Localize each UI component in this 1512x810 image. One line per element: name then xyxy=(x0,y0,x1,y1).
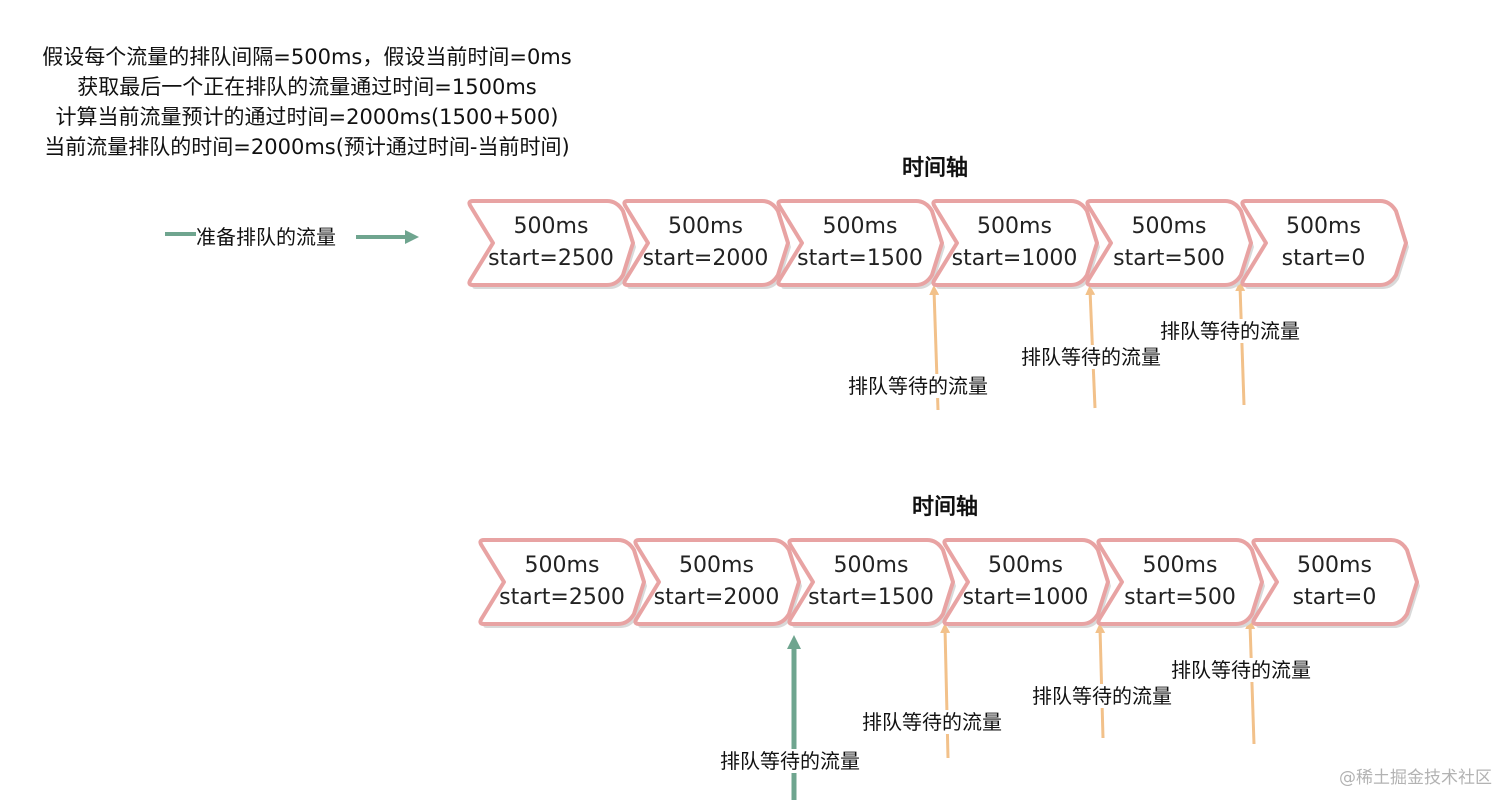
segment-text: 500ms start=2500 xyxy=(477,211,625,275)
segment-start: start=2000 xyxy=(642,246,769,271)
timeline-segment: 500ms start=2000 xyxy=(621,199,791,291)
waiting-flow-label: 排队等待的流量 xyxy=(1021,345,1161,369)
segment-chevron xyxy=(930,199,1100,289)
segment-text: 500ms start=1500 xyxy=(797,550,945,614)
segment-chevron xyxy=(621,199,791,289)
inserted-flow-label: 排队等待的流量 xyxy=(720,749,860,773)
segment-chevron xyxy=(1096,538,1265,628)
segment-duration: 500ms xyxy=(1286,214,1361,239)
waiting-arrow xyxy=(1245,619,1256,745)
segment-text: 500ms start=500 xyxy=(1095,211,1243,275)
waiting-arrow xyxy=(1235,281,1246,406)
timeline-segment: 500ms start=0 xyxy=(1239,199,1409,291)
segment-text: 500ms start=2000 xyxy=(632,211,780,275)
segment-start: start=2500 xyxy=(499,585,625,610)
incoming-flow-label: 准备排队的流量 xyxy=(196,225,336,249)
segment-text: 500ms start=2500 xyxy=(488,550,636,614)
segment-start: start=1500 xyxy=(797,246,923,271)
segment-text: 500ms start=1000 xyxy=(952,550,1100,614)
segment-chevron xyxy=(478,538,647,628)
segment-chevron xyxy=(941,538,1111,628)
timeline-segment: 500ms start=0 xyxy=(1250,538,1420,630)
note-line: 计算当前流量预计的通过时间=2000ms(1500+500) xyxy=(55,105,559,129)
timeline-segment: 500ms start=500 xyxy=(1085,199,1254,291)
segment-start: start=0 xyxy=(1281,246,1366,271)
segment-chevron xyxy=(1239,199,1409,289)
segment-text: 500ms start=1000 xyxy=(941,211,1089,275)
timeline-segment: 500ms start=1000 xyxy=(930,199,1100,291)
segment-duration: 500ms xyxy=(977,214,1052,239)
note-line: 获取最后一个正在排队的流量通过时间=1500ms xyxy=(77,75,537,99)
waiting-arrow xyxy=(1095,623,1106,739)
segment-chevron xyxy=(776,199,945,289)
segment-text: 500ms start=0 xyxy=(1250,211,1398,275)
segment-duration: 500ms xyxy=(1297,553,1372,578)
timeline-segment: 500ms start=2500 xyxy=(478,538,647,630)
segment-chevron xyxy=(467,199,636,289)
timeline-segment: 500ms start=2000 xyxy=(632,538,802,630)
segment-chevron xyxy=(1250,538,1420,628)
note-line: 假设每个流量的排队间隔=500ms，假设当前时间=0ms xyxy=(42,45,572,69)
segment-text: 500ms start=500 xyxy=(1106,550,1254,614)
segment-duration: 500ms xyxy=(833,553,909,578)
segment-start: start=2000 xyxy=(653,585,780,610)
segment-duration: 500ms xyxy=(668,214,743,239)
timeline-segment: 500ms start=1500 xyxy=(787,538,956,630)
segment-duration: 500ms xyxy=(679,553,754,578)
timeline-segment: 500ms start=1500 xyxy=(776,199,945,291)
waiting-flow-label: 排队等待的流量 xyxy=(848,374,988,398)
segment-duration: 500ms xyxy=(988,553,1063,578)
timeline-title: 时间轴 xyxy=(911,495,979,520)
segment-text: 500ms start=0 xyxy=(1261,550,1409,614)
segment-text: 500ms start=2000 xyxy=(643,550,791,614)
segment-duration: 500ms xyxy=(513,214,589,239)
segment-chevron xyxy=(632,538,802,628)
timeline-segment: 500ms start=2500 xyxy=(467,199,636,291)
waiting-flow-label: 排队等待的流量 xyxy=(862,710,1002,734)
segment-start: start=1500 xyxy=(808,585,934,610)
segment-start: start=0 xyxy=(1292,585,1377,610)
timeline-segment: 500ms start=1000 xyxy=(941,538,1111,630)
segment-start: start=2500 xyxy=(488,246,614,271)
segment-chevron xyxy=(787,538,956,628)
segment-duration: 500ms xyxy=(524,553,600,578)
segment-start: start=1000 xyxy=(962,585,1089,610)
timeline-title: 时间轴 xyxy=(901,156,969,181)
waiting-flow-label: 排队等待的流量 xyxy=(1160,319,1300,343)
timeline-segment: 500ms start=500 xyxy=(1096,538,1265,630)
segment-duration: 500ms xyxy=(1142,553,1218,578)
segment-duration: 500ms xyxy=(1131,214,1207,239)
watermark: @稀土掘金技术社区 xyxy=(1339,768,1492,788)
segment-duration: 500ms xyxy=(822,214,898,239)
intro-notes: 假设每个流量的排队间隔=500ms，假设当前时间=0ms 获取最后一个正在排队的… xyxy=(0,42,614,162)
segment-chevron xyxy=(1085,199,1254,289)
waiting-flow-label: 排队等待的流量 xyxy=(1171,658,1311,682)
note-line: 当前流量排队的时间=2000ms(预计通过时间-当前时间) xyxy=(44,135,570,159)
waiting-arrow xyxy=(940,623,951,759)
waiting-flow-label: 排队等待的流量 xyxy=(1032,684,1172,708)
segment-start: start=1000 xyxy=(951,246,1078,271)
segment-start: start=500 xyxy=(1124,585,1236,610)
segment-text: 500ms start=1500 xyxy=(786,211,934,275)
segment-start: start=500 xyxy=(1113,246,1225,271)
